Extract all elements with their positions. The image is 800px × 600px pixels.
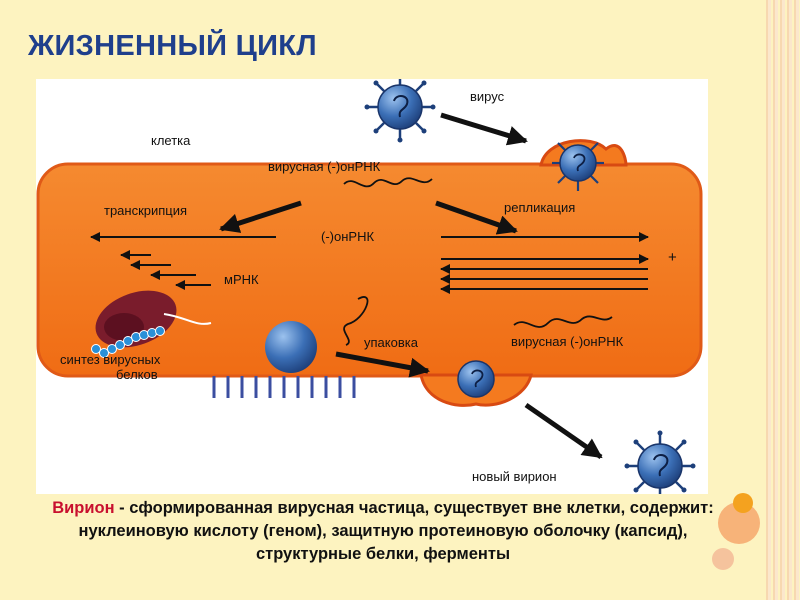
decorative-stripe-border [766, 0, 800, 600]
label-packaging: упаковка [364, 335, 419, 350]
viral-rna-strand-packaging [343, 296, 369, 346]
viral-rna-strand-bottom [513, 315, 613, 328]
label-mrna: мРНК [224, 272, 259, 287]
label-cell: клетка [151, 133, 191, 148]
virus-particle-budding [457, 360, 495, 398]
label-transcription: транскрипция [104, 203, 187, 218]
virion-definition-caption: Вирион - сформированная вирусная частица… [38, 497, 728, 566]
label-virus: вирус [470, 89, 505, 104]
virus-particle-new-virion [624, 430, 696, 494]
label-replication: репликация [504, 200, 575, 215]
transcription-strands [90, 232, 276, 290]
protein-chain-beads [91, 326, 165, 358]
virus-particle-entering [552, 142, 604, 191]
decorative-circle [733, 493, 753, 513]
slide-title: ЖИЗНЕННЫЙ ЦИКЛ [28, 30, 317, 62]
process-arrows [219, 112, 603, 460]
label-viral-rna-top: вирусная (-)онРНК [268, 159, 381, 174]
label-viral-rna-bottom: вирусная (-)онРНК [511, 334, 624, 349]
label-plus-sign: + [668, 249, 677, 266]
decorative-circle [712, 548, 734, 570]
viral-rna-strand-top [343, 177, 433, 188]
label-protein-synthesis-line1: синтез вирусных [60, 352, 161, 367]
virus-life-cycle-diagram: вирус клетка вирусная (-)онРНК транскрип… [36, 79, 708, 494]
label-center-rna: (-)онРНК [321, 229, 374, 244]
capsid-sphere [265, 321, 317, 373]
caption-text: - сформированная вирусная частица, сущес… [78, 499, 714, 563]
replication-strands [440, 232, 649, 294]
caption-term: Вирион [52, 499, 115, 517]
virus-particle-incoming [364, 79, 436, 143]
label-protein-synthesis-line2: белков [116, 367, 158, 382]
label-new-virion: новый вирион [472, 469, 557, 484]
cell-receptors [212, 376, 356, 398]
